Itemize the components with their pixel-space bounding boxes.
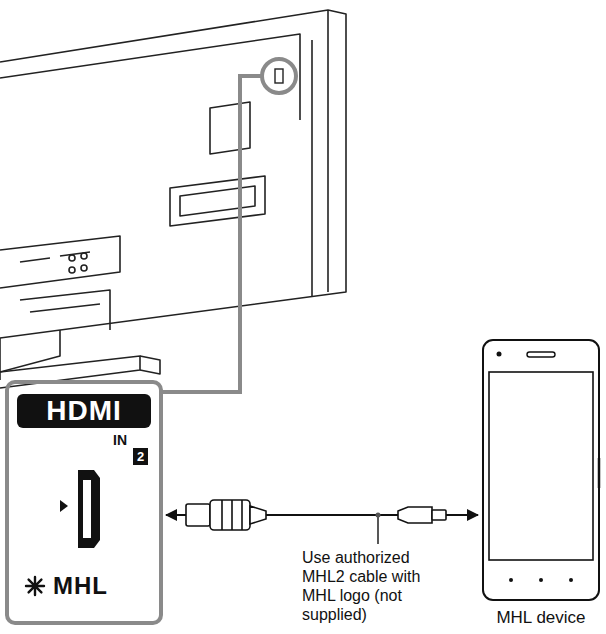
- phone-key: [509, 578, 513, 582]
- phone-screen: [489, 372, 593, 560]
- port-panel: HDMI IN 2MHL: [5, 380, 163, 625]
- illustration-part: [83, 480, 91, 538]
- illustration-part: [0, 10, 346, 338]
- illustration-part: [81, 253, 87, 259]
- illustration-part: [26, 577, 44, 595]
- illustration-part: [180, 186, 255, 216]
- illustration-part: [222, 500, 242, 530]
- micro-usb-plug: [398, 507, 446, 523]
- phone-camera: [497, 352, 502, 357]
- illustration-part: [0, 236, 120, 288]
- illustration-part: [0, 330, 60, 380]
- phone-key: [569, 578, 573, 582]
- leader-line: [377, 517, 378, 544]
- hdmi-plug: [186, 500, 266, 530]
- callout-circle: [262, 59, 296, 93]
- device-label: MHL device: [469, 608, 606, 628]
- hdmi-logo: HDMI: [17, 394, 151, 428]
- illustration-part: [210, 500, 250, 530]
- illustration-part: [20, 252, 90, 262]
- illustration-part: [140, 356, 160, 374]
- mhl-star: [26, 577, 44, 595]
- illustration-part: [186, 504, 210, 526]
- callout-line: [163, 76, 262, 392]
- illustration-part: [398, 507, 432, 523]
- illustration-part: [81, 265, 87, 271]
- port-symbol: [60, 470, 100, 548]
- port-number: 2: [133, 448, 148, 465]
- mhl-device: MHL device: [481, 338, 601, 602]
- illustration-part: [311, 40, 313, 296]
- illustration-part: [210, 102, 250, 154]
- illustration-part: [250, 506, 266, 524]
- phone-side-key: [598, 458, 601, 488]
- illustration-part: [20, 290, 110, 330]
- illustration-part: [60, 500, 68, 512]
- illustration-part: [78, 470, 100, 548]
- port-input-label: IN: [113, 432, 127, 448]
- illustration-part: [432, 510, 446, 520]
- mhl-logo: MHL: [53, 572, 108, 600]
- illustration-part: [170, 176, 265, 226]
- phone-body: [483, 340, 599, 600]
- illustration-part: [69, 255, 75, 261]
- phone-speaker: [527, 352, 555, 357]
- illustration-part: [327, 10, 329, 292]
- phone-outline: [481, 338, 601, 602]
- illustration-part: [69, 267, 75, 273]
- hdmi-port: [275, 69, 283, 83]
- phone-key: [539, 578, 543, 582]
- cable-note: Use authorized MHL2 cable with MHL logo …: [300, 548, 444, 624]
- leader-dot: [376, 513, 381, 518]
- tv-back: [0, 10, 346, 388]
